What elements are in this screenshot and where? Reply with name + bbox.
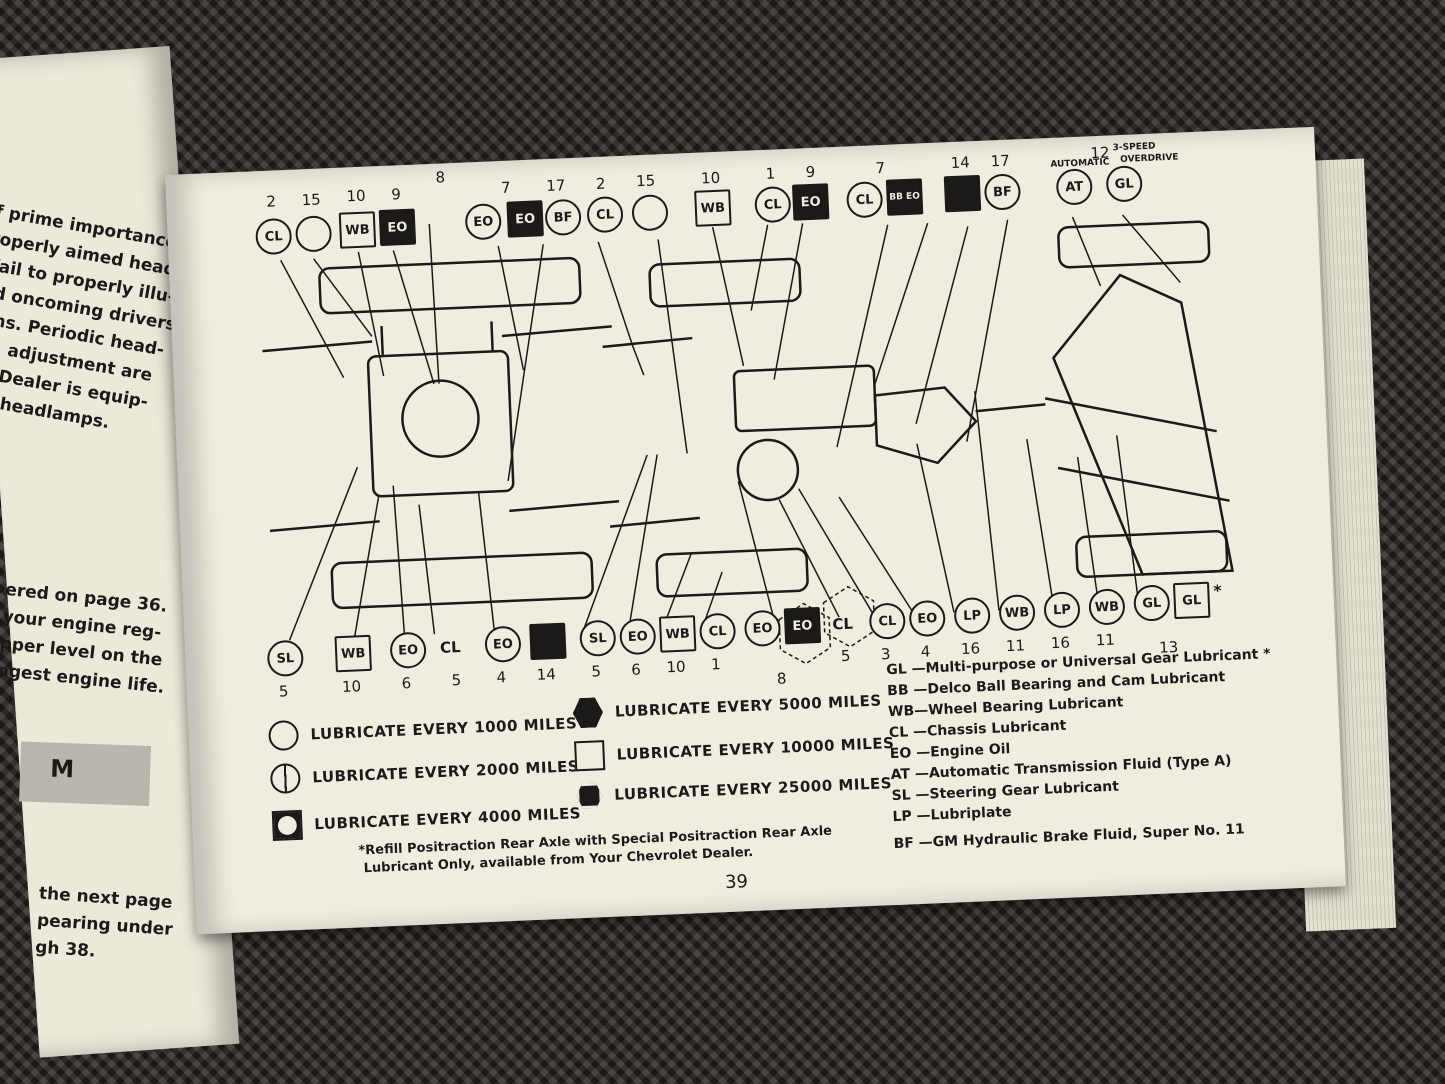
- callout-number: 6: [630, 660, 642, 679]
- symbol-eo: EO: [791, 183, 830, 221]
- label-cl: CL: [439, 638, 461, 657]
- callout-number: 10: [346, 186, 366, 206]
- right-page: 2 15 10 9 8 7 17 2 15 10 1 9 7 14 17 12 …: [165, 126, 1346, 935]
- symbol-bb-eo: BB EO: [885, 178, 924, 216]
- callout-number: 14: [950, 153, 971, 173]
- symbol-eo: EO: [783, 606, 822, 645]
- symbol-eo: EO: [378, 208, 417, 247]
- tire-bottom-right: [1075, 530, 1229, 578]
- callout-number: 10: [700, 168, 721, 188]
- engine-block-left: [366, 349, 515, 498]
- callout-number: 17: [545, 176, 566, 196]
- callout-number: 5: [840, 646, 851, 666]
- tire-top-left: [318, 256, 582, 315]
- callout-number: 11: [1005, 636, 1026, 656]
- callout-number: 7: [500, 178, 511, 197]
- abbreviation-list: GL —Multi-purpose or Universal Gear Lubr…: [886, 646, 1271, 853]
- transmission: [873, 386, 978, 465]
- callout-number: 4: [496, 668, 507, 687]
- callout-number: 5: [591, 662, 602, 681]
- callout-number: 14: [536, 665, 557, 684]
- callout-number: 16: [1050, 633, 1071, 653]
- callout-number: 2: [266, 192, 277, 211]
- tire-top-middle: [648, 257, 802, 308]
- callout-number: 7: [875, 158, 886, 178]
- engine-block-middle: [732, 364, 878, 433]
- page-number: 39: [724, 871, 749, 894]
- callout-number: 8: [776, 669, 787, 688]
- callout-number: 5: [451, 671, 462, 690]
- callout-number: 11: [1095, 630, 1116, 650]
- square-icon: [574, 740, 606, 772]
- symbol-blank-dark: [943, 174, 982, 213]
- transmission-speed-label: 3-SPEED: [1112, 141, 1156, 154]
- callout-number: 15: [635, 171, 656, 191]
- circle-icon: [267, 719, 300, 752]
- callout-number: 1: [765, 164, 776, 183]
- tire-top-right: [1057, 220, 1211, 269]
- callout-number: 6: [401, 674, 412, 693]
- air-cleaner: [401, 379, 480, 458]
- tire-bottom-middle: [655, 547, 809, 598]
- callout-number: 9: [390, 185, 402, 204]
- crossed-circle-icon: [269, 762, 301, 795]
- hexagon-icon: [576, 782, 603, 809]
- dark-square-circle-icon: [271, 809, 303, 842]
- callout-number: 10: [341, 677, 362, 697]
- callout-number: 5: [278, 682, 289, 701]
- callout-number: 17: [990, 151, 1011, 171]
- callout-number: 8: [435, 168, 446, 187]
- label-cl: CL: [832, 614, 854, 634]
- chassis-diagram: [262, 214, 1235, 665]
- callout-number: 2: [595, 174, 606, 193]
- callout-number: 1: [710, 655, 722, 674]
- rear-axle-housing: [1052, 273, 1235, 576]
- section-band: M: [19, 741, 152, 806]
- symbol-wb: WB: [658, 615, 697, 653]
- symbol-wb: WB: [334, 634, 372, 673]
- symbol-wb: WB: [694, 189, 732, 227]
- symbol-eo: EO: [506, 200, 544, 238]
- distributor: [736, 438, 800, 502]
- left-text-mid: ered on page 36.your engine reg-pper lev…: [0, 579, 169, 698]
- symbol-blank-dark: [529, 622, 567, 661]
- callout-number: 9: [805, 162, 816, 182]
- callout-number: 10: [666, 657, 686, 677]
- symbol-wb: WB: [338, 211, 377, 249]
- tire-bottom-left: [330, 551, 594, 610]
- symbol-gl: GL: [1172, 581, 1211, 620]
- callout-number: 15: [301, 190, 322, 210]
- dark-hexagon-icon: [572, 697, 603, 728]
- asterisk: *: [1212, 581, 1223, 601]
